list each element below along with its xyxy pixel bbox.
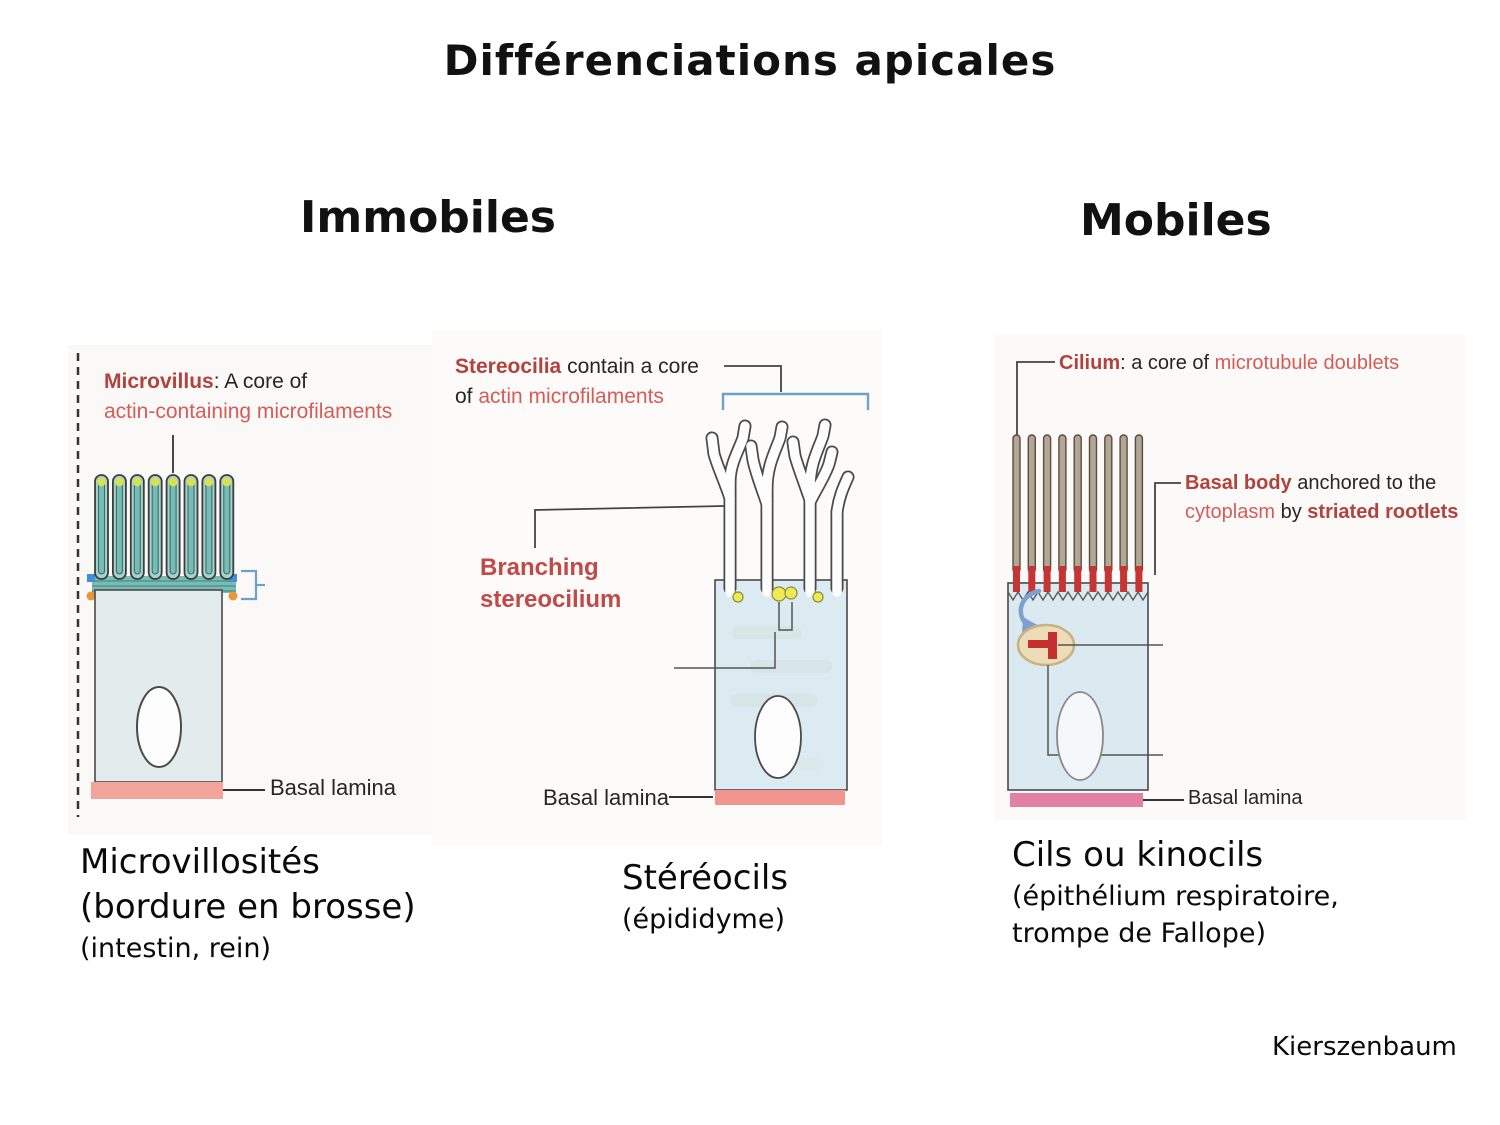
stereocilia-pointer-line <box>724 365 782 392</box>
lower-pointer-line <box>1047 665 1163 756</box>
branching-pointer-line <box>534 505 725 548</box>
stereocilia-cores <box>707 420 853 597</box>
striated-rootlets-bold: striated rootlets <box>1307 501 1459 523</box>
terminal-web-bracket <box>241 569 265 601</box>
cilia <box>1012 434 1144 574</box>
nucleus <box>1056 691 1104 781</box>
stereocilia-label2-red: actin microfilaments <box>478 384 664 408</box>
caption-stereocils-organs: (épididyme) <box>622 904 785 935</box>
basal-lamina-strip <box>1010 793 1143 807</box>
caption-microvillosites-organs: (intestin, rein) <box>80 933 272 964</box>
stereocilia-figure <box>534 365 870 805</box>
basal-lamina-label: Basal lamina <box>1188 787 1303 809</box>
caption-microvillosites: Microvillosités (bordure en brosse) (int… <box>80 840 416 967</box>
basal-body-bold: Basal body <box>1185 472 1292 494</box>
cilium-label-red: microtubule doublets <box>1214 352 1400 374</box>
basal-body-inset <box>1016 623 1076 667</box>
basal-lamina-strip <box>715 790 845 805</box>
basal-body-pointer-line <box>1154 482 1181 575</box>
caption-stereocils-title: Stéréocils <box>622 858 789 898</box>
microvillus-label-line2: actin-containing microfilaments <box>104 399 393 423</box>
stereocilia-bracket <box>721 392 870 410</box>
stereocilia-label-rest: contain a core <box>561 355 699 378</box>
column-header-immobiles: Immobiles <box>300 192 556 243</box>
basal-lamina-label: Basal lamina <box>543 785 669 810</box>
microvillus-label-bold: Microvillus <box>104 370 214 393</box>
basal-lamina-label: Basal lamina <box>270 775 396 800</box>
stereocilia-label: Stereocilia contain a core of actin micr… <box>455 352 699 412</box>
basal-body-rest: anchored to the <box>1291 472 1437 494</box>
page-title: Différenciations apicales <box>443 36 1057 85</box>
column-header-mobiles: Mobiles <box>1080 195 1272 246</box>
nucleus <box>136 686 182 768</box>
cytoplasm-red: cytoplasm <box>1185 501 1276 523</box>
branching-stereocilium-label: Branching stereocilium <box>480 552 621 617</box>
cilium-diagram: Cilium: a core of microtubule doublets B… <box>995 335 1465 820</box>
vesicle-bracket-line <box>778 602 793 631</box>
nucleus <box>754 695 802 779</box>
rootlet-zigzag <box>1007 590 1149 602</box>
internal-pointer-line <box>674 632 776 669</box>
basal-body-label: Basal body anchored to the cytoplasm by … <box>1185 469 1458 527</box>
microvilli <box>94 474 235 580</box>
basal-bodies <box>1013 566 1143 592</box>
microvillus-diagram: Microvillus: A core of actin-containing … <box>68 345 433 835</box>
cilium-label-bold: Cilium <box>1059 352 1121 374</box>
microvillus-figure <box>76 353 265 817</box>
cilium-label-mid: : a core of <box>1120 352 1215 374</box>
stereocilia-diagram: Stereocilia contain a core of actin micr… <box>432 330 882 845</box>
caption-stereocils: Stéréocils (épididyme) <box>622 856 788 938</box>
microvillus-label-rest: : A core of <box>213 370 308 393</box>
cilium-pointer-line <box>1016 361 1055 435</box>
basal-body-mid: by <box>1275 501 1308 523</box>
credit-author: Kierszenbaum <box>1272 1032 1457 1062</box>
microvillus-label: Microvillus: A core of actin-containing … <box>104 367 392 427</box>
stereocilia-label2-prefix: of <box>455 384 479 408</box>
caption-cils-organs: trompe de Fallope) <box>1012 918 1266 949</box>
apical-vesicles <box>732 586 824 603</box>
caption-cils-title: Cils ou kinocils <box>1012 835 1264 875</box>
cilium-label: Cilium: a core of microtubule doublets <box>1059 349 1399 377</box>
caption-microvillosites-sub: (bordure en brosse) <box>80 887 416 927</box>
basal-lamina-strip <box>91 782 223 799</box>
caption-microvillosites-title: Microvillosités <box>80 842 320 882</box>
cilium-figure <box>1007 361 1184 807</box>
branching-line2: stereocilium <box>480 586 622 614</box>
caption-cils-sub: (épithélium respiratoire, <box>1012 881 1339 912</box>
caption-cils: Cils ou kinocils (épithélium respiratoir… <box>1012 833 1339 952</box>
stereocilia-label-bold: Stereocilia <box>455 355 562 378</box>
branching-line1: Branching <box>480 554 599 581</box>
